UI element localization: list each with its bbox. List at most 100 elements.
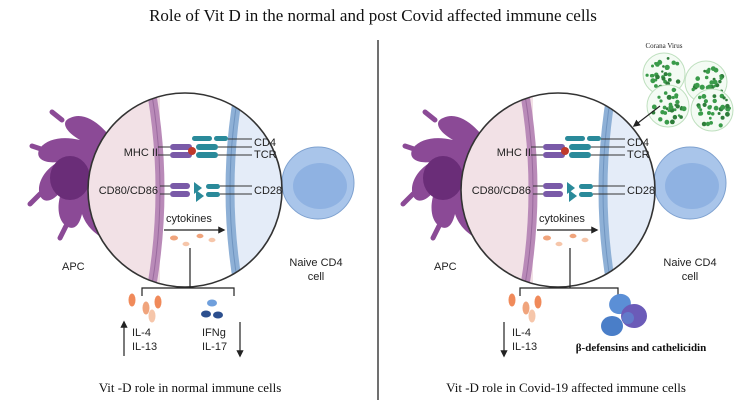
page-title: Role of Vit D in the normal and post Cov… — [149, 6, 597, 25]
ifng-label: IFNg — [202, 327, 226, 339]
left-caption: Vit -D role in normal immune cells — [99, 380, 282, 395]
virus-spike — [661, 70, 664, 73]
virus-spike — [697, 105, 701, 109]
virus-spike — [651, 64, 654, 68]
virus-spike — [655, 62, 660, 67]
virus-spike — [718, 79, 722, 84]
virus-spike — [662, 65, 665, 68]
virus-spike — [663, 91, 668, 95]
virus-spike — [668, 104, 674, 110]
right-panel: MHC II CD80/CD86 CD4 TCR CD28 cytokines … — [400, 42, 734, 395]
virus-spike — [667, 109, 671, 112]
il4-label: IL-4 — [132, 327, 151, 339]
virus-spike — [707, 105, 712, 110]
virus-spike — [712, 94, 717, 98]
mhc-ii-label: MHC II — [124, 147, 158, 159]
virus-spike — [645, 73, 649, 77]
virus-spike — [719, 76, 723, 81]
virus-spike — [663, 72, 668, 77]
virus-spike — [662, 105, 667, 110]
virus-spike — [673, 108, 677, 112]
virus-spike — [709, 121, 713, 125]
virus-spike — [719, 74, 722, 78]
virus-spike — [661, 76, 666, 81]
virus-spike — [667, 72, 672, 77]
virus-spike — [702, 102, 707, 107]
defensin-label: β-defensins and cathelicidin — [576, 342, 706, 354]
virus-spike — [703, 69, 707, 73]
virus-spike — [664, 64, 670, 70]
virus-spike — [720, 115, 725, 120]
naive-cd4-cell-right — [653, 146, 727, 220]
virus-spike — [713, 79, 718, 85]
cd4-label: CD4 — [254, 137, 276, 149]
mhc-tcr-complex-right — [531, 136, 625, 158]
tcr-label: TCR — [254, 149, 277, 161]
virus-spike — [708, 116, 712, 120]
il4-il13-particles — [128, 293, 162, 323]
virus-label: Corana Virus — [646, 42, 683, 50]
naive-cd4-label-line2: cell — [308, 271, 325, 283]
tcr-label-right: TCR — [627, 149, 650, 161]
virus-spike — [659, 99, 663, 103]
virus-spike — [664, 119, 670, 125]
virus-spike — [713, 84, 716, 88]
virus-spike — [699, 108, 703, 112]
virus-spike — [722, 96, 726, 100]
virus-spike — [674, 93, 679, 98]
virus-spike — [705, 69, 711, 74]
cd4-label-right: CD4 — [627, 137, 649, 149]
virus-spike — [675, 104, 680, 109]
virus-spike — [671, 87, 676, 93]
naive-cd4-label-line1-right: Naive CD4 — [663, 257, 716, 269]
virus-spike — [713, 67, 719, 73]
virus-spike — [698, 111, 703, 116]
cytokines-label: cytokines — [166, 213, 212, 225]
virus-spike — [658, 117, 663, 122]
virus-spike — [675, 79, 681, 84]
virus-spike — [681, 106, 687, 112]
virus-spike — [707, 111, 711, 115]
cd80-cd28-complex-right — [533, 182, 625, 202]
cd28-label: CD28 — [254, 185, 282, 197]
virus-spike — [675, 99, 680, 105]
virus-spike — [667, 78, 672, 82]
il17-label: IL-17 — [202, 341, 227, 353]
virus-spike — [707, 84, 712, 89]
cd80-cd86-label-right: CD80/CD86 — [472, 185, 531, 197]
virus-spike — [699, 84, 705, 90]
cd28-label-right: CD28 — [627, 185, 655, 197]
virus-spike — [718, 123, 723, 128]
virus-arrow — [632, 105, 661, 127]
virus-spike — [655, 74, 660, 80]
virus-spike — [666, 57, 670, 60]
virus-spike — [660, 110, 665, 115]
virus-spike — [701, 121, 707, 127]
il4-label-right: IL-4 — [512, 327, 531, 339]
virus-spike — [713, 105, 719, 111]
naive-cd4-label-line2-right: cell — [682, 271, 699, 283]
ifng-il17-particles — [201, 299, 223, 319]
virus-spike — [705, 121, 711, 127]
virus-spike — [725, 111, 730, 117]
virus-spike — [651, 104, 657, 110]
virus-spike — [649, 74, 654, 78]
virus-spike — [658, 59, 662, 63]
virus-spike — [701, 94, 707, 99]
virus-spike — [650, 78, 656, 84]
il13-label-right: IL-13 — [512, 341, 537, 353]
cd80-cd28-complex — [160, 182, 252, 202]
virus-spike — [703, 99, 709, 104]
virus-spike — [725, 103, 730, 109]
virus-spike — [672, 115, 678, 120]
virus-spike — [704, 75, 709, 80]
naive-cd4-cell — [281, 146, 355, 220]
mhc-tcr-complex — [158, 136, 252, 158]
cytokine-particles-right — [543, 233, 589, 247]
virus-spike — [671, 95, 675, 100]
left-panel: MHC II CD80/CD86 CD4 TCR CD28 cytokines … — [27, 92, 355, 395]
virus-particle — [690, 88, 734, 132]
il13-label: IL-13 — [132, 341, 157, 353]
virus-spike — [698, 95, 702, 100]
